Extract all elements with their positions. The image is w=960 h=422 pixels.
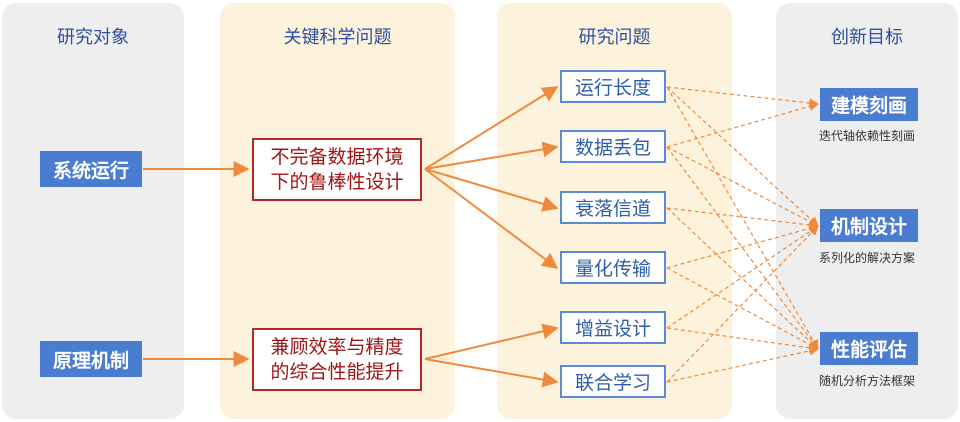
column-title-objects: 研究对象 bbox=[57, 27, 129, 48]
question-performance: 兼顾效率与精度 的综合性能提升 bbox=[252, 328, 422, 391]
goal-modeling: 建模刻画 bbox=[820, 88, 918, 121]
dash-run-length-eval bbox=[666, 86, 819, 350]
problem-joint-learning: 联合学习 bbox=[560, 365, 666, 398]
dash-packet-loss-mechanism bbox=[666, 146, 819, 227]
arrow-q2-joint bbox=[424, 358, 559, 388]
arrow-q2-gain bbox=[424, 323, 559, 360]
dash-quantization-eval bbox=[666, 267, 819, 350]
arrow-q1-quantization bbox=[424, 168, 559, 269]
question-performance-line2: 的综合性能提升 bbox=[270, 360, 404, 383]
dash-run-length-modeling bbox=[666, 86, 819, 108]
arrow-q1-packet-loss bbox=[424, 141, 559, 170]
dash-fading-eval bbox=[666, 207, 819, 350]
problem-quantized-transmission: 量化传输 bbox=[560, 251, 666, 284]
column-title-problems: 研究问题 bbox=[578, 27, 651, 48]
object-principle-mechanism: 原理机制 bbox=[40, 341, 142, 377]
dash-fading-mechanism bbox=[666, 207, 819, 230]
column-title-goals: 创新目标 bbox=[831, 27, 903, 48]
dash-gain-mechanism bbox=[666, 225, 819, 329]
question-performance-line1: 兼顾效率与精度 bbox=[270, 335, 404, 358]
question-robust-design: 不完备数据环境 下的鲁棒性设计 bbox=[252, 138, 422, 201]
dash-joint-mechanism bbox=[666, 225, 819, 383]
goal-modeling-subtitle: 迭代轴依赖性刻画 bbox=[818, 129, 915, 143]
dash-quantization-mechanism bbox=[666, 223, 819, 269]
problem-run-length: 运行长度 bbox=[560, 70, 666, 103]
dash-run-length-mechanism bbox=[666, 86, 819, 227]
problem-fading-channel: 衰落信道 bbox=[560, 191, 666, 224]
arrow-q1-run-length bbox=[424, 86, 559, 170]
arrow-q1-fading bbox=[424, 168, 559, 212]
problem-gain-design: 增益设计 bbox=[560, 311, 666, 344]
dash-packet-loss-modeling bbox=[666, 101, 819, 148]
dash-packet-loss-eval bbox=[666, 146, 819, 350]
dash-gain-eval bbox=[666, 327, 819, 353]
object-system-operation: 系统运行 bbox=[40, 151, 142, 187]
question-robust-design-line2: 下的鲁棒性设计 bbox=[270, 170, 404, 193]
problem-packet-loss: 数据丢包 bbox=[560, 130, 666, 163]
goal-performance-evaluation-subtitle: 随机分析方法框架 bbox=[818, 374, 915, 388]
goal-mechanism-design-subtitle: 系列化的解决方案 bbox=[818, 251, 915, 265]
goal-performance-evaluation: 性能评估 bbox=[820, 332, 918, 365]
column-title-questions: 关键科学问题 bbox=[283, 27, 392, 48]
question-robust-design-line1: 不完备数据环境 bbox=[270, 145, 404, 168]
goal-mechanism-design: 机制设计 bbox=[820, 209, 918, 242]
dash-joint-eval bbox=[666, 346, 819, 383]
